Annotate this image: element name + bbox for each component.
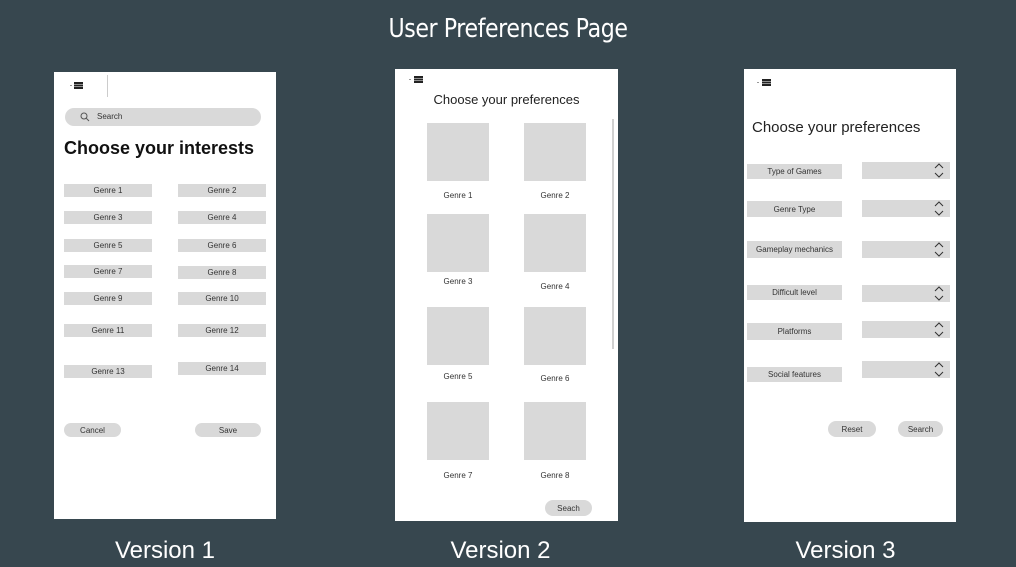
search-icon (80, 112, 90, 122)
version-2-caption: Version 2 (450, 537, 551, 564)
genre-tile[interactable] (427, 307, 489, 365)
cancel-label: Cancel (80, 425, 105, 435)
genre-option[interactable]: Genre 3 (64, 211, 152, 224)
filter-label: Type of Games (747, 164, 842, 179)
menu-icon[interactable] (757, 79, 771, 87)
stepper-icon (934, 362, 944, 377)
genre-option[interactable]: Genre 13 (64, 365, 152, 378)
genre-tile-label: Genre 5 (443, 372, 473, 381)
filter-dropdown[interactable] (862, 200, 950, 217)
stepper-icon (934, 286, 944, 301)
genre-tile[interactable] (524, 402, 586, 460)
save-label: Save (218, 425, 238, 435)
genre-tile-label: Genre 1 (443, 191, 473, 200)
genre-tile[interactable] (427, 123, 489, 181)
genre-option[interactable]: Genre 9 (64, 292, 152, 305)
page-title: User Preferences Page (388, 14, 628, 44)
filter-dropdown[interactable] (862, 321, 950, 338)
genre-tile-label: Genre 6 (540, 374, 570, 383)
search-label: Search (907, 424, 934, 434)
version-1-caption: Version 1 (114, 537, 216, 564)
reset-label: Reset (841, 424, 863, 434)
genre-option[interactable]: Genre 10 (178, 292, 266, 305)
menu-icon[interactable] (409, 76, 423, 84)
search-button[interactable]: Search (898, 421, 943, 437)
genre-option[interactable]: Genre 2 (178, 184, 266, 197)
search-label: Seach (557, 503, 580, 513)
genre-option[interactable]: Genre 8 (178, 266, 266, 279)
genre-option[interactable]: Genre 1 (64, 184, 152, 197)
reset-button[interactable]: Reset (828, 421, 876, 437)
genre-tile[interactable] (427, 214, 489, 272)
version-2-screen: Choose your preferences Genre 1 Genre 2 Ge… (395, 69, 618, 521)
filter-dropdown[interactable] (862, 162, 950, 179)
genre-option[interactable]: Genre 12 (178, 324, 266, 337)
filter-label: Genre Type (747, 201, 842, 217)
genre-tile[interactable] (524, 214, 586, 272)
genre-tile-label: Genre 8 (540, 471, 570, 480)
genre-tile[interactable] (524, 307, 586, 365)
stepper-icon (934, 201, 944, 216)
cancel-button[interactable]: Cancel (64, 423, 121, 437)
genre-option[interactable]: Genre 4 (178, 211, 266, 224)
genre-tile[interactable] (524, 123, 586, 181)
genre-option[interactable]: Genre 11 (64, 324, 152, 337)
interests-heading: Choose your interests (64, 138, 255, 158)
header-divider (107, 75, 108, 97)
filter-dropdown[interactable] (862, 361, 950, 378)
version-1-screen: Search Choose your interests Genre 1 Genr… (54, 72, 276, 519)
stepper-icon (934, 163, 944, 178)
stepper-icon (934, 242, 944, 257)
filter-label: Social features (747, 367, 842, 382)
genre-tile[interactable] (427, 402, 489, 460)
menu-icon[interactable] (70, 82, 84, 90)
filter-label: Gameplay mechanics (747, 241, 842, 258)
version-3-caption: Version 3 (795, 537, 896, 564)
genre-tile-label: Genre 3 (443, 277, 473, 286)
filter-dropdown[interactable] (862, 241, 950, 258)
preferences-heading: Choose your preferences (752, 119, 921, 136)
preferences-heading: Choose your preferences (433, 92, 580, 107)
filter-label: Difficult level (747, 285, 842, 300)
genre-tile-label: Genre 2 (540, 191, 570, 200)
filter-dropdown[interactable] (862, 285, 950, 302)
search-input[interactable]: Search (65, 108, 261, 126)
genre-tile-label: Genre 7 (443, 471, 473, 480)
genre-option[interactable]: Genre 14 (178, 362, 266, 375)
save-button[interactable]: Save (195, 423, 261, 437)
genre-option[interactable]: Genre 6 (178, 239, 266, 252)
scrollbar[interactable] (612, 119, 614, 349)
genre-tile-label: Genre 4 (540, 282, 570, 291)
genre-option[interactable]: Genre 7 (64, 265, 152, 278)
genre-option[interactable]: Genre 5 (64, 239, 152, 252)
filter-label: Platforms (747, 323, 842, 340)
stepper-icon (934, 322, 944, 337)
search-button[interactable]: Seach (545, 500, 592, 516)
search-placeholder: Search (97, 112, 123, 121)
